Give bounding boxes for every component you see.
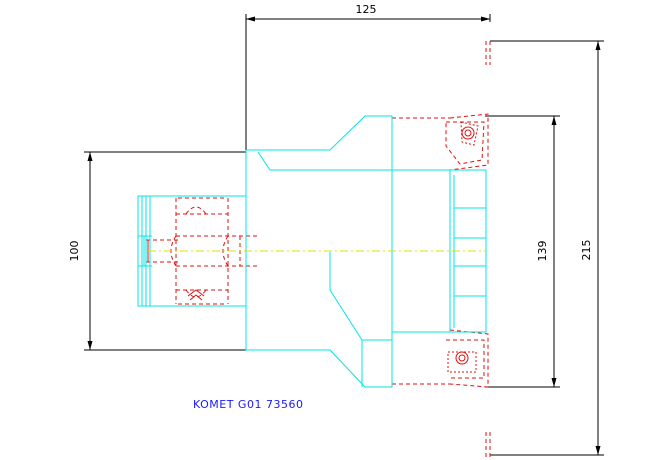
inserts (447, 121, 479, 373)
dim-length-label: 125 (356, 3, 377, 16)
dim-overall-height-label: 215 (580, 240, 593, 261)
tool-outline (137, 115, 487, 388)
drawing-title: KOMET G01 73560 (193, 398, 303, 411)
lower-insert-screw-icon (455, 351, 469, 365)
dimension-lines (84, 14, 604, 456)
knurl-marks (143, 240, 205, 301)
dim-inner-span-label: 139 (536, 241, 549, 262)
upper-insert-screw-icon (461, 126, 475, 140)
dimension-arrows (87, 16, 601, 455)
dim-shank-diameter-label: 100 (68, 241, 81, 262)
